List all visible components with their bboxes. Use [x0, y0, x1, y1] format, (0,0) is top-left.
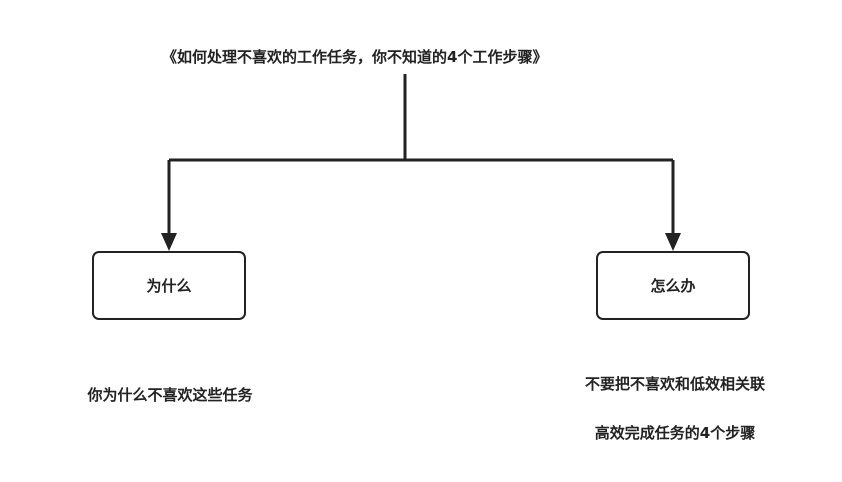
how-note-1: 不要把不喜欢和低效相关联 — [584, 375, 765, 393]
how-note-2: 高效完成任务的4个步骤 — [594, 424, 756, 442]
node-why[interactable]: 为什么 — [92, 251, 246, 320]
why-note: 你为什么不喜欢这些任务 — [87, 386, 253, 404]
node-how[interactable]: 怎么办 — [596, 251, 750, 320]
right-arrow-head — [665, 233, 681, 251]
node-why-label: 为什么 — [146, 277, 192, 295]
root-topic-label: 《如何处理不喜欢的工作任务，你不知道的4个工作步骤》 — [162, 48, 548, 66]
left-arrow-head — [161, 233, 177, 251]
node-how-label: 怎么办 — [650, 277, 696, 295]
